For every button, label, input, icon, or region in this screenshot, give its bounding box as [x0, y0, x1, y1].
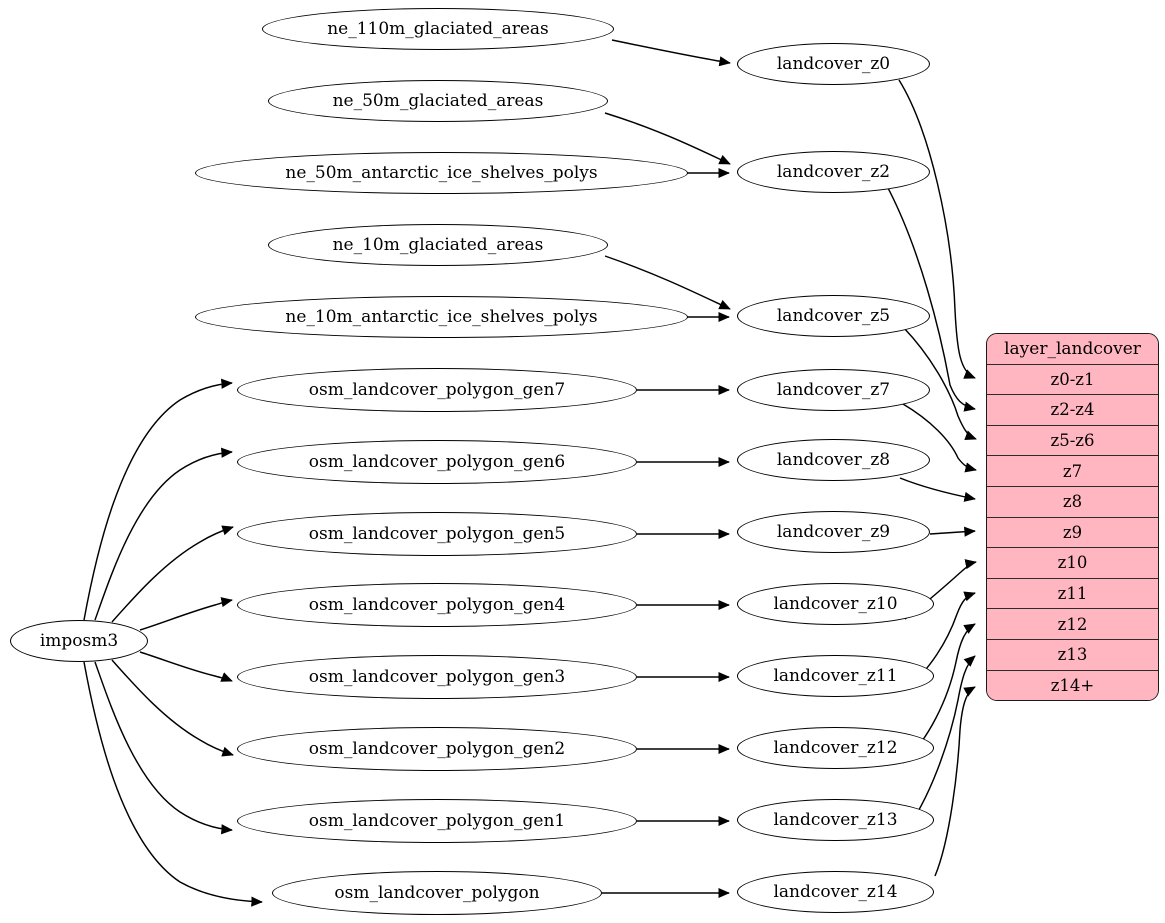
node-label: landcover_z5 — [776, 306, 891, 326]
table-row-z2-z4[interactable]: z2-z4 — [987, 395, 1158, 426]
node-label: osm_landcover_polygon_gen1 — [308, 811, 566, 831]
node-osm-landcover-polygon[interactable]: osm_landcover_polygon — [272, 871, 602, 915]
table-cell-label: z11 — [1057, 584, 1088, 604]
table-cell-label: z5-z6 — [1050, 431, 1095, 451]
node-landcover-z9[interactable]: landcover_z9 — [737, 511, 930, 553]
node-landcover-z12[interactable]: landcover_z12 — [737, 727, 934, 769]
table-cell-label: z9 — [1062, 522, 1083, 542]
node-label: ne_50m_glaciated_areas — [332, 91, 544, 111]
table-cell-label: z10 — [1057, 553, 1088, 573]
node-osm-landcover-polygon-gen6[interactable]: osm_landcover_polygon_gen6 — [237, 440, 637, 484]
table-row-z5-z6[interactable]: z5-z6 — [987, 425, 1158, 457]
table-cell-label: z12 — [1057, 614, 1088, 634]
node-ne-50m-antarctic-ice-shelves-polys[interactable]: ne_50m_antarctic_ice_shelves_polys — [195, 152, 688, 194]
node-label: ne_50m_antarctic_ice_shelves_polys — [285, 163, 598, 183]
node-label: landcover_z0 — [776, 54, 891, 74]
table-row-z0-z1[interactable]: z0-z1 — [987, 364, 1158, 396]
table-row-z9[interactable]: z9 — [987, 517, 1158, 549]
table-row-z12[interactable]: z12 — [987, 609, 1158, 640]
node-osm-landcover-polygon-gen7[interactable]: osm_landcover_polygon_gen7 — [237, 368, 637, 412]
table-row-z8[interactable]: z8 — [987, 486, 1158, 518]
node-label: osm_landcover_polygon_gen6 — [308, 452, 566, 472]
table-cell-label: z13 — [1057, 645, 1088, 665]
node-osm-landcover-polygon-gen2[interactable]: osm_landcover_polygon_gen2 — [237, 727, 637, 771]
node-landcover-z8[interactable]: landcover_z8 — [737, 439, 930, 481]
node-ne-110m-glaciated-areas[interactable]: ne_110m_glaciated_areas — [262, 8, 614, 50]
node-osm-landcover-polygon-gen1[interactable]: osm_landcover_polygon_gen1 — [237, 799, 637, 843]
node-label: osm_landcover_polygon_gen3 — [308, 667, 566, 687]
node-label: landcover_z14 — [773, 882, 898, 902]
node-label: landcover_z12 — [773, 738, 898, 758]
table-cell-label: z2-z4 — [1050, 400, 1095, 420]
node-landcover-z14[interactable]: landcover_z14 — [737, 871, 934, 913]
node-label: landcover_z7 — [776, 380, 891, 400]
table-row-z14-plus[interactable]: z14+ — [987, 670, 1158, 700]
node-label: landcover_z10 — [773, 594, 898, 614]
node-landcover-z0[interactable]: landcover_z0 — [737, 43, 930, 85]
node-label: osm_landcover_polygon_gen2 — [308, 739, 566, 759]
node-label: ne_10m_antarctic_ice_shelves_polys — [285, 307, 598, 327]
table-header-row: layer_landcover — [987, 334, 1158, 365]
table-header-label: layer_landcover — [1004, 338, 1141, 359]
node-landcover-z10[interactable]: landcover_z10 — [737, 583, 934, 625]
node-landcover-z5[interactable]: landcover_z5 — [737, 295, 930, 337]
node-label: landcover_z8 — [776, 450, 891, 470]
node-osm-landcover-polygon-gen4[interactable]: osm_landcover_polygon_gen4 — [237, 583, 637, 627]
node-label: imposm3 — [39, 631, 119, 651]
table-row-z13[interactable]: z13 — [987, 639, 1158, 671]
node-label: osm_landcover_polygon_gen4 — [308, 595, 566, 615]
node-ne-10m-glaciated-areas[interactable]: ne_10m_glaciated_areas — [268, 224, 608, 266]
node-osm-landcover-polygon-gen5[interactable]: osm_landcover_polygon_gen5 — [237, 512, 637, 556]
node-label: landcover_z13 — [773, 810, 898, 830]
table-cell-label: z8 — [1062, 492, 1083, 512]
layer-landcover-table[interactable]: layer_landcover z0-z1 z2-z4 z5-z6 z7 z8 … — [986, 333, 1159, 701]
node-label: landcover_z11 — [773, 666, 898, 686]
node-ne-10m-antarctic-ice-shelves-polys[interactable]: ne_10m_antarctic_ice_shelves_polys — [195, 296, 688, 338]
node-imposm3[interactable]: imposm3 — [10, 620, 148, 662]
table-row-z7[interactable]: z7 — [987, 456, 1158, 487]
node-label: landcover_z2 — [776, 162, 891, 182]
table-row-z10[interactable]: z10 — [987, 548, 1158, 579]
node-label: ne_10m_glaciated_areas — [332, 235, 544, 255]
table-cell-label: z0-z1 — [1050, 369, 1095, 389]
node-label: ne_110m_glaciated_areas — [327, 19, 549, 39]
node-label: landcover_z9 — [776, 522, 891, 542]
node-label: osm_landcover_polygon_gen7 — [308, 380, 566, 400]
table-row-z11[interactable]: z11 — [987, 578, 1158, 610]
node-osm-landcover-polygon-gen3[interactable]: osm_landcover_polygon_gen3 — [237, 655, 637, 699]
table-cell-label: z14+ — [1050, 676, 1095, 696]
node-label: osm_landcover_polygon — [334, 883, 540, 903]
table-cell-label: z7 — [1062, 461, 1083, 481]
node-label: osm_landcover_polygon_gen5 — [308, 524, 566, 544]
node-landcover-z2[interactable]: landcover_z2 — [737, 151, 930, 193]
node-landcover-z13[interactable]: landcover_z13 — [737, 799, 934, 841]
node-landcover-z11[interactable]: landcover_z11 — [737, 655, 934, 697]
node-landcover-z7[interactable]: landcover_z7 — [737, 369, 930, 411]
node-ne-50m-glaciated-areas[interactable]: ne_50m_glaciated_areas — [268, 80, 608, 122]
